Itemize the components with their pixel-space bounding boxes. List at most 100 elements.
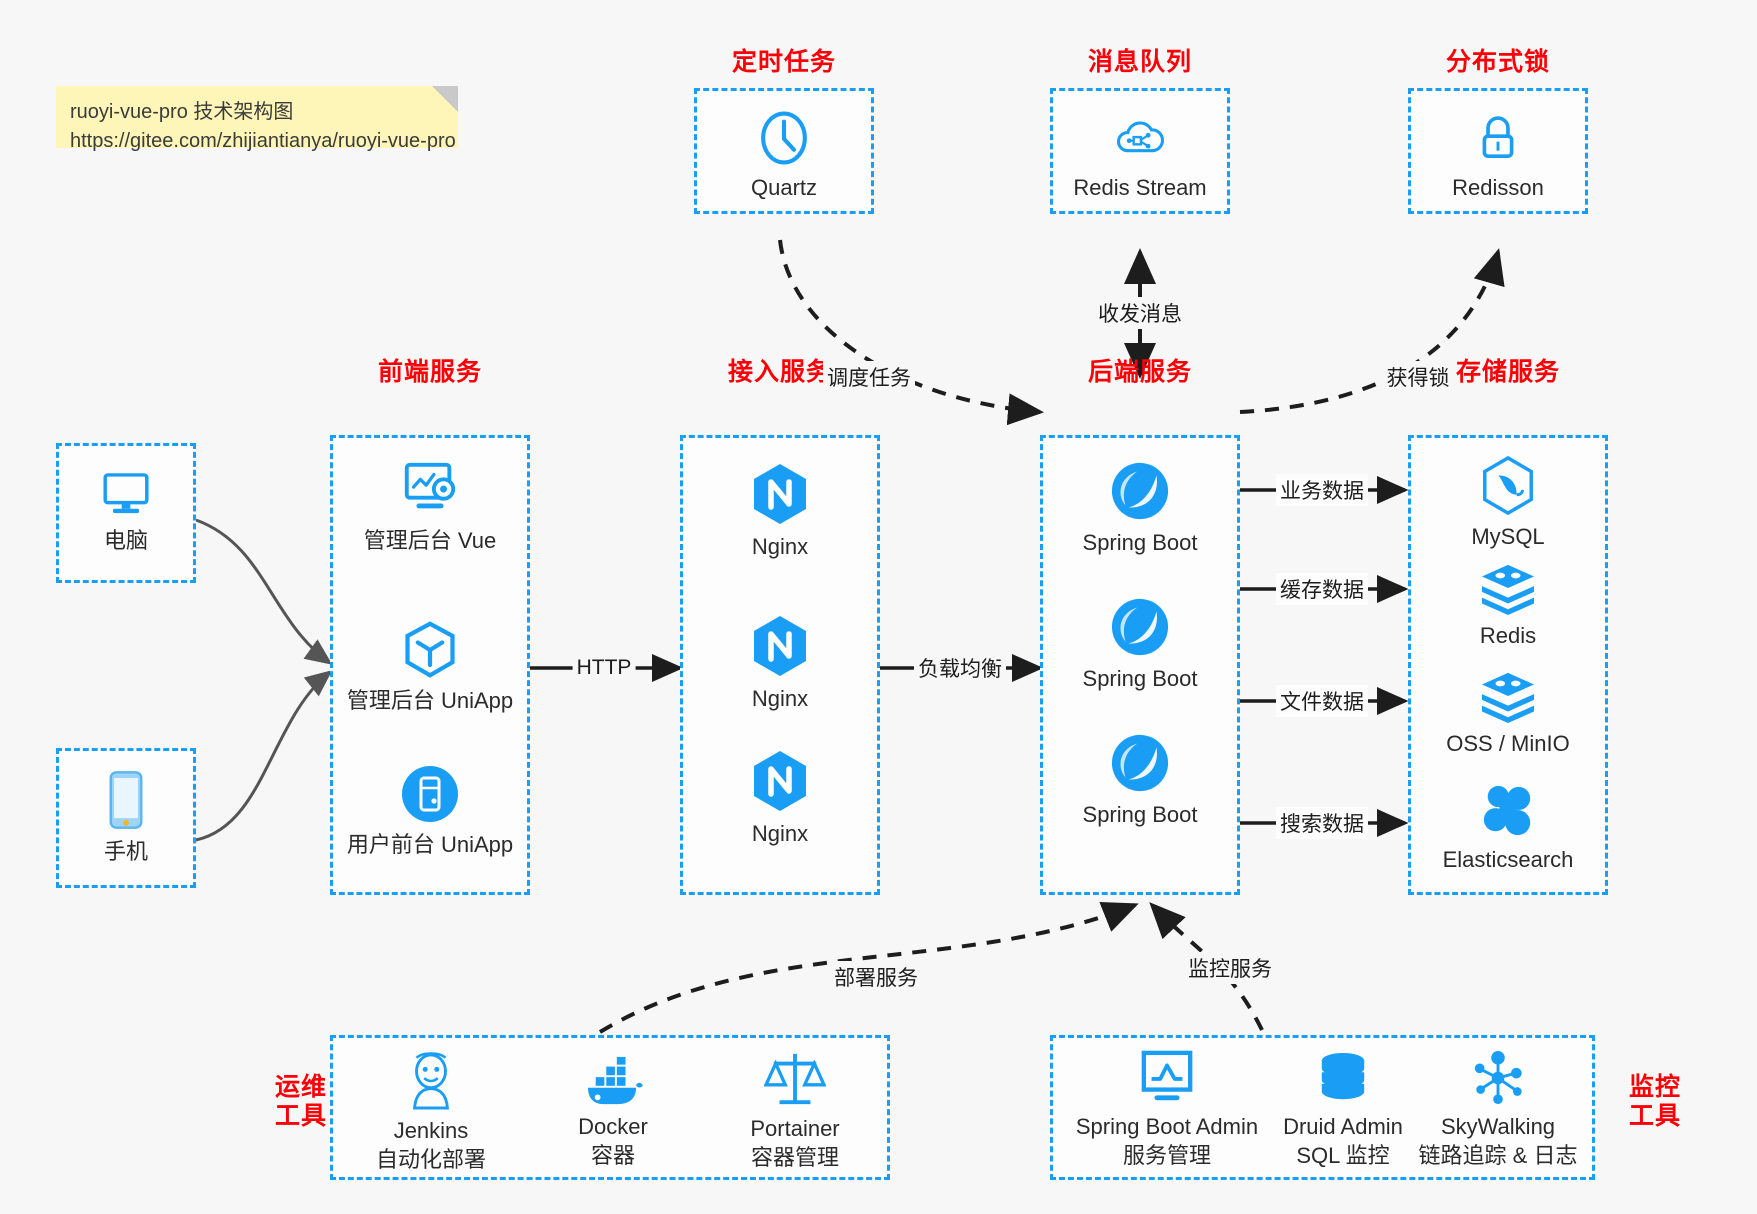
node-label-sub: 自动化部署 <box>375 1146 486 1172</box>
nginx-icon <box>754 616 806 676</box>
edge-label-file-data: 文件数据 <box>1276 685 1368 717</box>
nginx-icon <box>754 464 806 524</box>
group-title-storage: 存储服务 <box>1455 358 1560 386</box>
node-oss-minio[interactable]: OSS / MinIO <box>1411 671 1605 759</box>
group-box-lock[interactable]: Redisson <box>1408 88 1588 214</box>
node-label: Spring Boot <box>1082 530 1198 555</box>
note-line-2: https://gitee.com/zhijiantianya/ruoyi-vu… <box>70 130 456 152</box>
elasticsearch-icon <box>1483 785 1531 836</box>
group-box-monitor[interactable]: Spring Boot Admin 服务管理 Druid Admin SQL 监… <box>1050 1035 1595 1180</box>
spring-boot-icon <box>1111 734 1169 792</box>
node-spring-boot-1[interactable]: Spring Boot <box>1043 460 1237 558</box>
node-docker[interactable]: Docker 容器 <box>523 1056 703 1170</box>
node-redis-stream[interactable]: Redis Stream <box>1053 109 1227 203</box>
node-redisson[interactable]: Redisson <box>1411 109 1585 203</box>
edge-label-acquire-lock: 获得锁 <box>1382 361 1454 393</box>
node-admin-vue[interactable]: 管理后台 Vue <box>333 460 527 556</box>
node-label: Nginx <box>751 686 809 711</box>
node-label: 管理后台 Vue <box>363 528 497 553</box>
phone-icon <box>109 771 143 829</box>
node-user-uniapp[interactable]: 用户前台 UniApp <box>333 764 527 860</box>
edge-label-schedule-task: 调度任务 <box>823 361 915 393</box>
node-label: Spring Boot Admin 服务管理 <box>1076 1113 1258 1170</box>
group-box-scheduler[interactable]: Quartz <box>694 88 874 214</box>
node-quartz[interactable]: Quartz <box>697 109 871 203</box>
node-nginx-2[interactable]: Nginx <box>683 614 877 714</box>
edge-label-load-balance: 负载均衡 <box>914 652 1006 684</box>
group-box-client-mobile[interactable]: 手机 <box>56 748 196 888</box>
edge-label-monitor-service: 监控服务 <box>1184 952 1276 984</box>
node-label-main: Docker <box>578 1114 648 1139</box>
node-phone[interactable]: 手机 <box>59 769 193 867</box>
group-box-client-pc[interactable]: 电脑 <box>56 443 196 583</box>
cloud-stream-icon <box>1116 121 1165 153</box>
node-label-main: Jenkins <box>393 1118 469 1143</box>
node-label: OSS / MinIO <box>1446 731 1570 756</box>
group-title-monitor-line2: 工具 <box>1628 1101 1681 1130</box>
group-title-devops-line1: 运维 <box>274 1073 327 1101</box>
jenkins-icon <box>413 1052 449 1110</box>
node-nginx-1[interactable]: Nginx <box>683 462 877 562</box>
nginx-icon <box>754 751 806 811</box>
dashboard-gear-icon <box>404 462 456 509</box>
node-admin-uniapp[interactable]: 管理后台 UniApp <box>333 620 527 716</box>
group-title-devops: 运维 工具 <box>258 1073 344 1131</box>
group-title-frontend: 前端服务 <box>377 358 482 386</box>
clock-icon <box>761 111 807 165</box>
node-label: Docker 容器 <box>578 1113 648 1170</box>
node-jenkins[interactable]: Jenkins 自动化部署 <box>341 1050 521 1174</box>
node-label: 手机 <box>103 839 148 864</box>
group-box-mq[interactable]: Redis Stream <box>1050 88 1230 214</box>
node-label-main: Spring Boot Admin <box>1075 1114 1259 1139</box>
note-fold-icon <box>432 86 458 112</box>
edge-label-cache-data: 缓存数据 <box>1276 573 1368 605</box>
edge-label-send-receive: 收发消息 <box>1094 297 1186 329</box>
group-title-gateway: 接入服务 <box>727 358 832 386</box>
node-label: 电脑 <box>103 528 148 553</box>
node-desktop[interactable]: 电脑 <box>59 468 193 556</box>
node-nginx-3[interactable]: Nginx <box>683 749 877 849</box>
note-card: ruoyi-vue-pro 技术架构图 https://gitee.com/zh… <box>56 86 458 152</box>
node-label: Spring Boot <box>1082 802 1198 827</box>
node-druid-admin[interactable]: Druid Admin SQL 监控 <box>1243 1052 1443 1170</box>
node-label: Redis Stream <box>1073 175 1207 200</box>
monitor-chart-icon <box>1141 1050 1193 1101</box>
mysql-icon <box>1483 456 1533 516</box>
node-label-main: SkyWalking <box>1440 1114 1556 1139</box>
group-title-monitor-line1: 监控 <box>1628 1073 1681 1101</box>
node-label: MySQL <box>1471 524 1545 549</box>
group-title-lock: 分布式锁 <box>1445 48 1550 76</box>
group-box-storage[interactable]: MySQL Redis OSS / MinIO <box>1408 435 1608 895</box>
node-label-sub: 容器 <box>590 1142 635 1168</box>
node-label: Quartz <box>750 175 818 200</box>
node-label: Nginx <box>751 534 809 559</box>
node-label: SkyWalking 链路追踪 & 日志 <box>1419 1113 1578 1170</box>
node-label-main: Druid Admin <box>1283 1114 1403 1139</box>
node-label-main: Portainer <box>750 1116 840 1141</box>
node-spring-boot-3[interactable]: Spring Boot <box>1043 732 1237 830</box>
edge-label-search-data: 搜索数据 <box>1276 807 1368 839</box>
database-icon <box>1321 1052 1365 1100</box>
node-portainer[interactable]: Portainer 容器管理 <box>705 1050 885 1172</box>
node-label: Portainer 容器管理 <box>750 1115 839 1172</box>
edge-label-deploy-service: 部署服务 <box>830 961 922 993</box>
group-box-gateway[interactable]: Nginx Nginx Nginx <box>680 435 880 895</box>
group-box-frontend[interactable]: 管理后台 Vue 管理后台 UniApp 用户前台 UniApp <box>330 435 530 895</box>
redis-icon <box>1482 564 1534 615</box>
group-box-devops[interactable]: Jenkins 自动化部署 Docker 容器 <box>330 1035 890 1180</box>
group-title-monitor: 监控 工具 <box>1612 1073 1698 1131</box>
node-spring-boot-admin[interactable]: Spring Boot Admin 服务管理 <box>1057 1050 1277 1170</box>
node-elasticsearch[interactable]: Elasticsearch <box>1411 783 1605 875</box>
node-label: Spring Boot <box>1082 666 1198 691</box>
node-spring-boot-2[interactable]: Spring Boot <box>1043 596 1237 694</box>
node-label: 管理后台 UniApp <box>346 688 514 713</box>
group-title-backend: 后端服务 <box>1087 358 1192 386</box>
node-label-sub: SQL 监控 <box>1296 1142 1390 1168</box>
node-redis[interactable]: Redis <box>1411 563 1605 651</box>
node-label: Redisson <box>1452 175 1544 200</box>
node-label: Nginx <box>751 821 809 846</box>
node-mysql[interactable]: MySQL <box>1411 456 1605 552</box>
node-label-sub: 容器管理 <box>750 1144 839 1170</box>
group-box-backend[interactable]: Spring Boot Spring Boot Spring Boot <box>1040 435 1240 895</box>
node-skywalking[interactable]: SkyWalking 链路追踪 & 日志 <box>1403 1050 1593 1170</box>
